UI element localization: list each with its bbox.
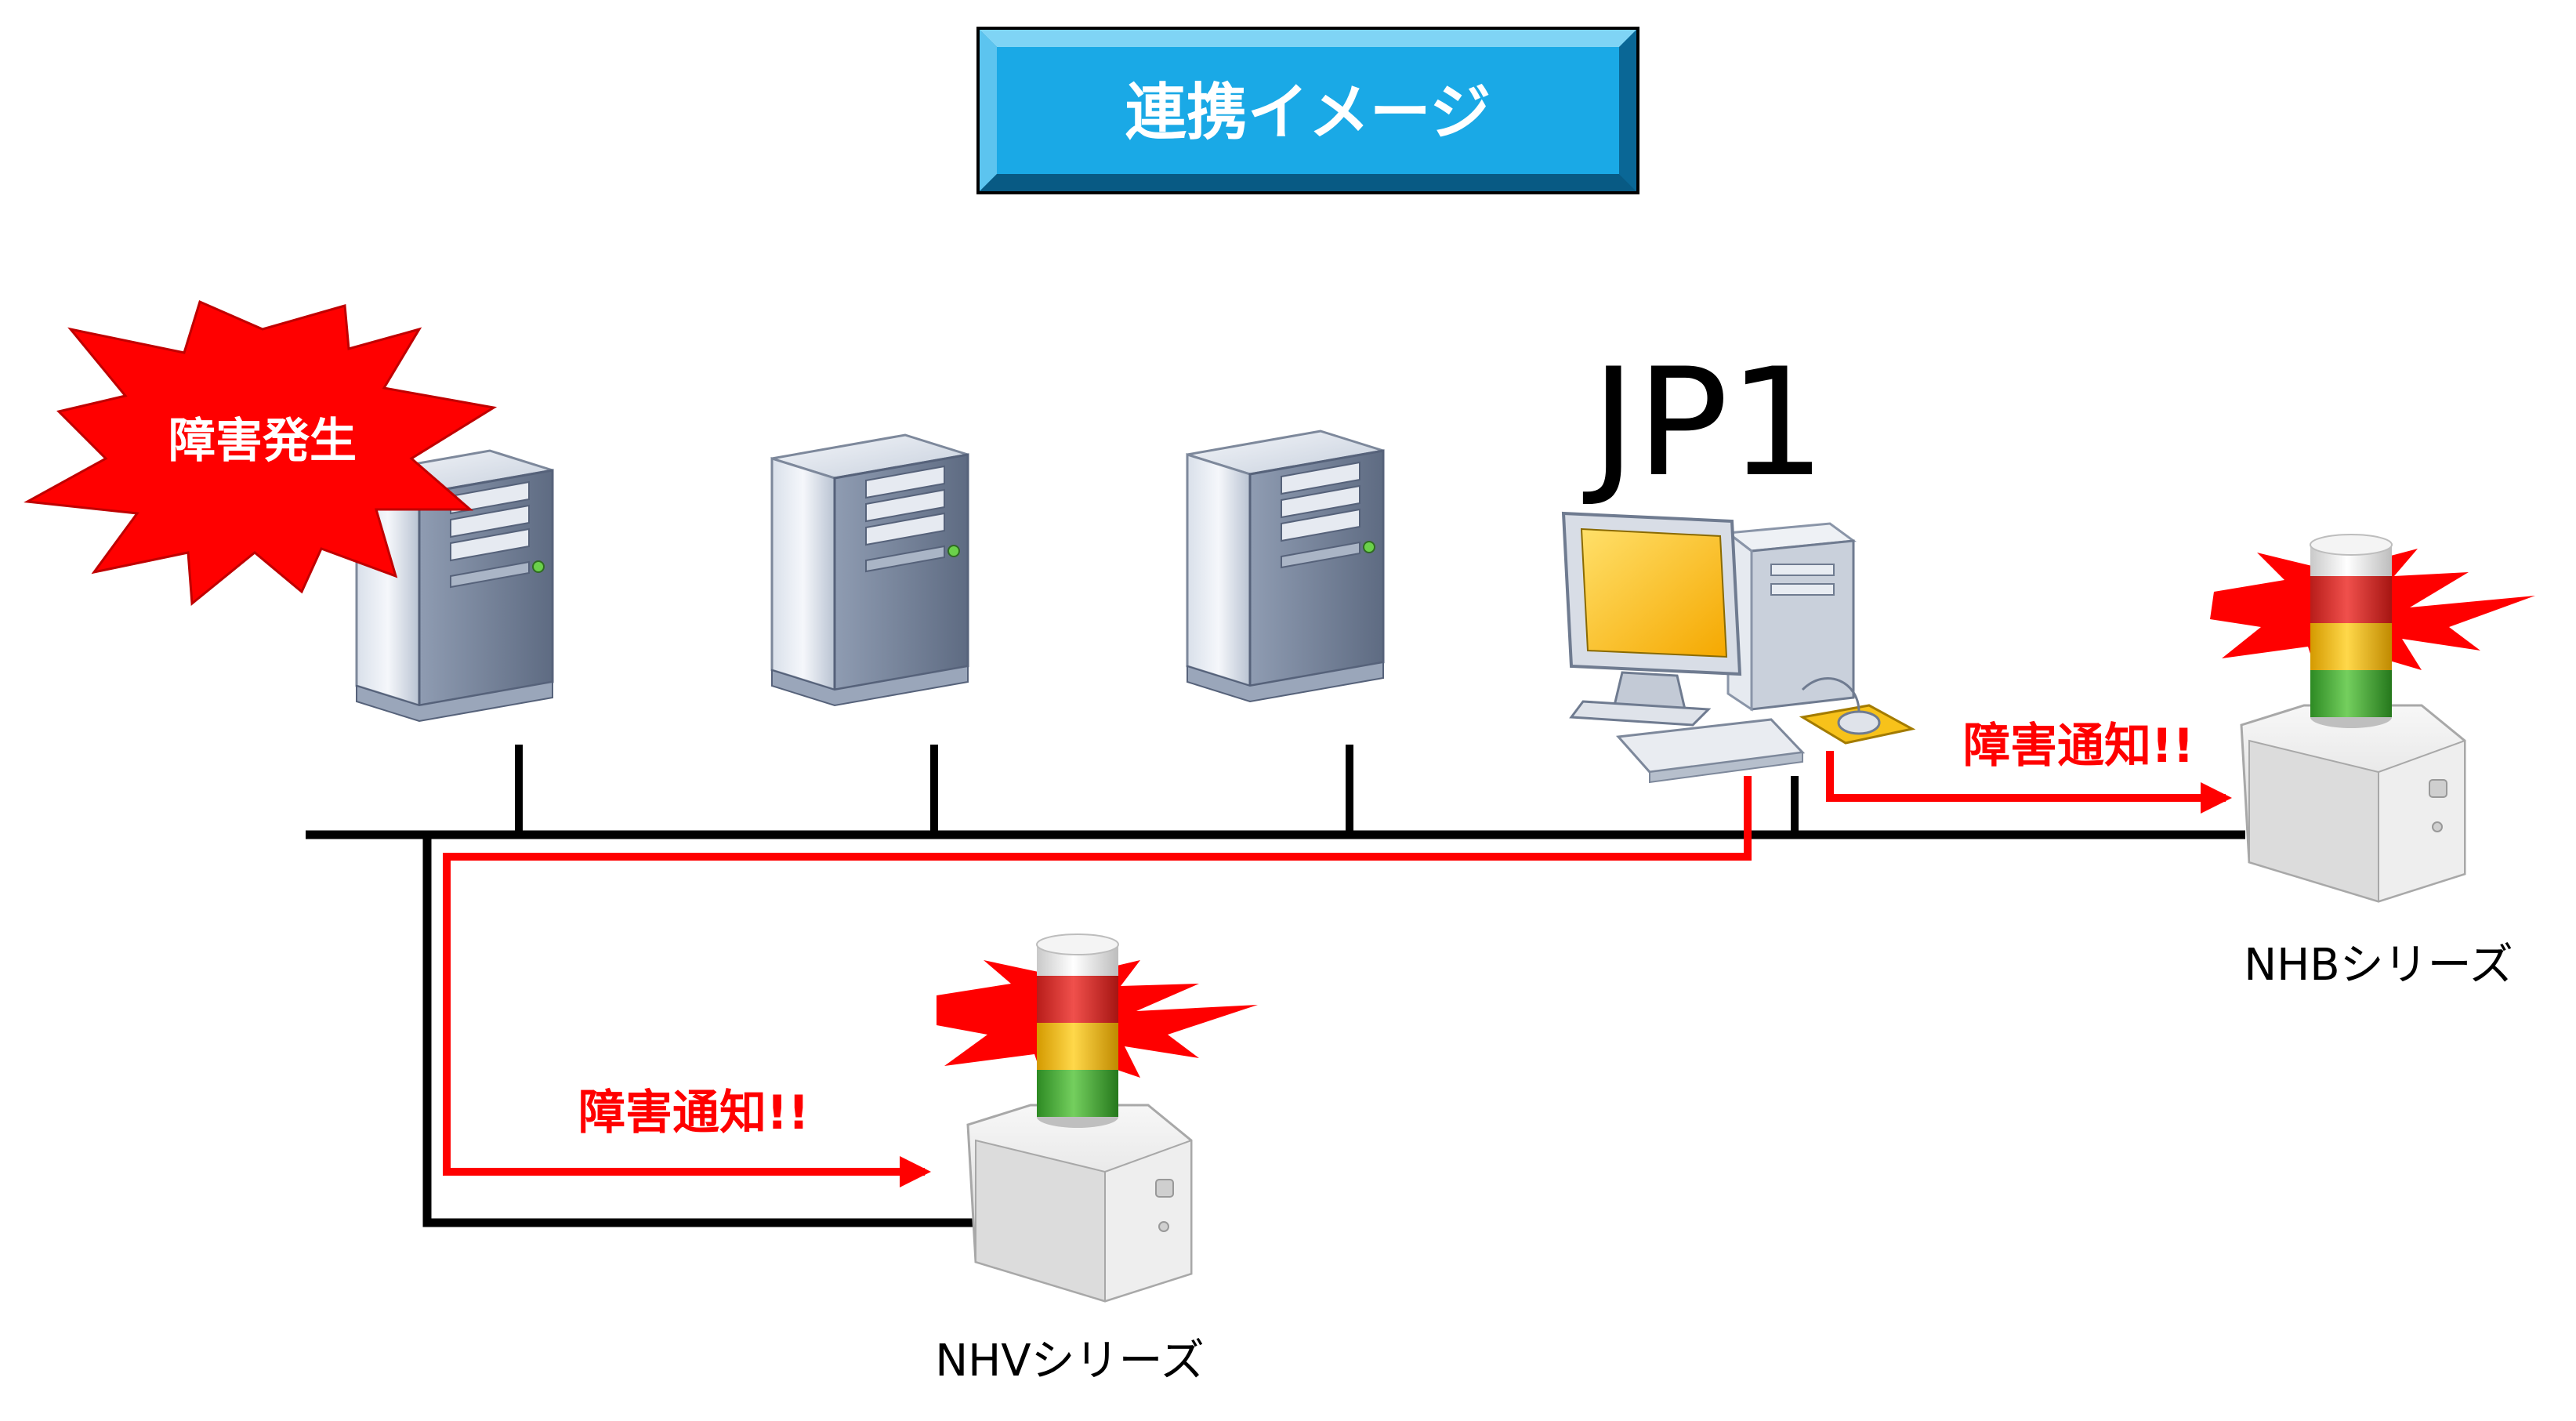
notification-label-nhb: 障害通知!! [1963,719,2194,774]
notification-label-nhv: 障害通知!! [578,1086,810,1140]
title-box: 連携イメージ [976,27,1639,194]
nhb-device: NHBシリーズ [2210,533,2535,991]
nhv-label: NHVシリーズ [935,1336,1205,1387]
desktop-computer-icon [1561,511,1916,784]
explosion-burst-icon [24,299,498,606]
burst-text: 障害発生 [168,414,357,469]
alert-path-nhv [443,776,1752,1187]
nhv-device: NHVシリーズ [935,933,1258,1387]
jp1-workstation [1561,511,1916,784]
title-text: 連携イメージ [1125,78,1491,148]
network [306,745,2245,1227]
jp1-label: JP1 [1583,336,1826,509]
alert-path-nhb [1826,751,2232,814]
alert-paths [443,751,2232,1187]
server-tower-icon [770,433,969,707]
server-3 [1186,430,1385,703]
server-2 [770,433,969,707]
nhb-label: NHBシリーズ [2244,940,2513,991]
server-tower-icon [1186,430,1385,703]
network-branch-nhv [422,835,980,1227]
failure-burst: 障害発生 [24,299,498,606]
